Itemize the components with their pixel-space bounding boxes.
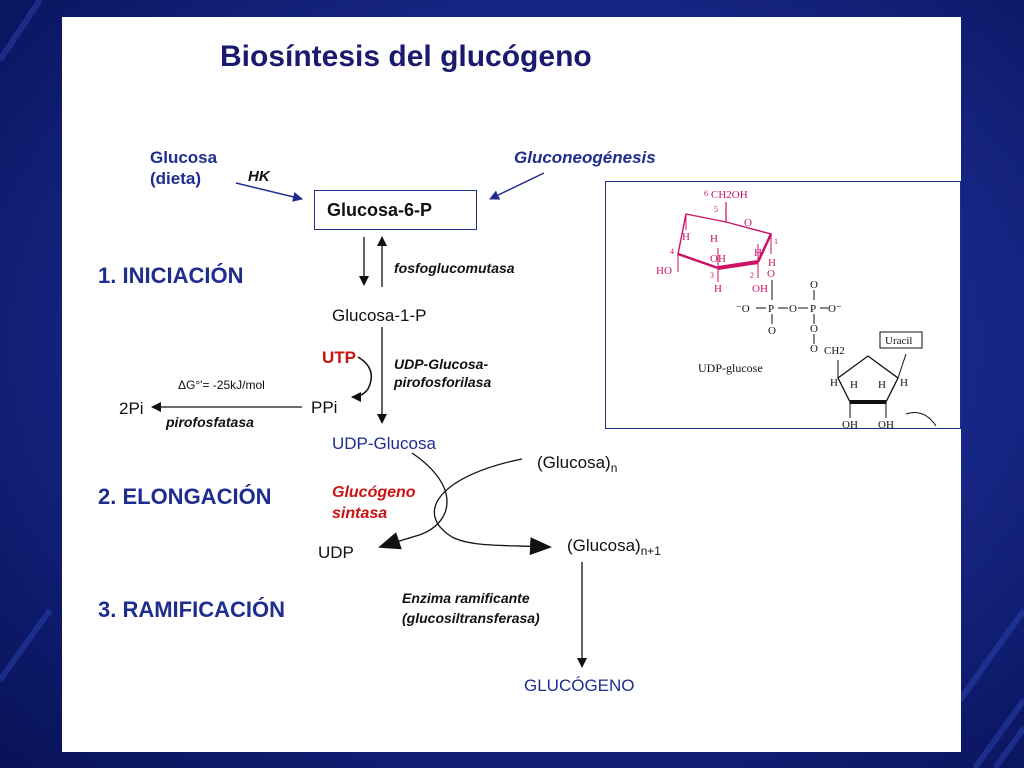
hk-arrow — [235, 182, 303, 202]
udp-glucose-structure-panel: 6 CH2OH 5 O 1 H H H 4 OH H HO 3 2 H OH O — [605, 181, 961, 430]
fosfoglucomutasa-label: fosfoglucomutasa — [394, 260, 515, 276]
pathway-arrows — [151, 172, 587, 668]
struct-c4: 4 — [670, 247, 674, 256]
struct-ribose-h1: H — [830, 377, 838, 389]
struct-ribose-h3: H — [878, 379, 886, 391]
struct-c2: 2 — [750, 271, 754, 280]
delta-g-label: ΔG°'= -25kJ/mol — [178, 378, 265, 392]
struct-c3: 3 — [710, 271, 714, 280]
struct-ch2oh: CH2OH — [711, 189, 748, 201]
enzima-ramificante-label-2: (glucosiltransferasa) — [402, 610, 540, 626]
slide-canvas: Biosíntesis del glucógeno Glucosa (dieta… — [62, 17, 961, 752]
struct-o-bottom2: O — [810, 323, 818, 335]
glucosa-6-p-label: Glucosa-6-P — [327, 200, 433, 220]
uracil-label: Uracil — [885, 335, 912, 347]
glucogeno-sintasa-label-1: Glucógeno — [332, 484, 416, 501]
glucosa-n-to-n1-curve — [433, 458, 552, 556]
glucosa-n1-label: (Glucosa)n+1 — [567, 537, 661, 558]
struct-oh-2: OH — [752, 283, 768, 295]
udpg-to-udp-curve — [378, 452, 448, 550]
struct-phos-o-minus: ⁻O — [736, 303, 750, 315]
struct-h-3: H — [768, 257, 776, 269]
struct-ribose-h4: H — [900, 377, 908, 389]
struct-c5: 5 — [714, 205, 718, 214]
udp-glucosa-pirofosforilasa-label-1: UDP-Glucosa- — [394, 356, 489, 372]
struct-c1: 1 — [774, 237, 778, 246]
struct-oh-1: OH — [710, 253, 726, 265]
step-ramificacion: 3. RAMIFICACIÓN — [98, 597, 285, 622]
step-elongacion: 2. ELONGACIÓN — [98, 484, 272, 509]
slide-title: Biosíntesis del glucógeno — [220, 40, 592, 73]
glucogeno-sintasa-label-2: sintasa — [332, 505, 388, 522]
udp-glucose-structure: 6 CH2OH 5 O 1 H H H 4 OH H HO 3 2 H OH O — [656, 189, 937, 430]
struct-h-5: H — [714, 283, 722, 295]
glucosa-6-p-box: Glucosa-6-P — [314, 190, 477, 230]
glucosa-dieta-label-2: (dieta) — [150, 169, 201, 188]
struct-o-link: O — [767, 268, 775, 280]
struct-o-bottom1: O — [768, 325, 776, 337]
struct-h-1: H — [682, 231, 690, 243]
ppi-label: PPi — [311, 398, 338, 417]
glucosa-1-p-label: Glucosa-1-P — [332, 306, 427, 325]
struct-c6: 6 — [704, 189, 708, 198]
struct-ribose-oh2: OH — [878, 419, 894, 430]
struct-h-4: H — [754, 247, 762, 259]
glucosa-n-label: (Glucosa)n — [537, 454, 617, 475]
struct-ribose-h2: H — [850, 379, 858, 391]
struct-p1: P — [768, 303, 774, 315]
struct-o-ester: O — [810, 343, 818, 355]
hk-enzyme-label: HK — [248, 168, 270, 185]
struct-ribose-oh1: OH — [842, 419, 858, 430]
utp-label: UTP — [322, 348, 356, 367]
utp-to-ppi-curve — [351, 356, 373, 402]
struct-o-ring: O — [744, 217, 752, 229]
struct-o-bridge: O — [789, 303, 797, 315]
udp-glucose-caption: UDP-glucose — [698, 361, 763, 375]
udp-glucosa-label: UDP-Glucosa — [332, 434, 436, 453]
struct-p2: P — [810, 303, 816, 315]
struct-h-2: H — [710, 233, 718, 245]
glucosa-n-subscript: n — [610, 461, 618, 476]
two-pi-label: 2Pi — [119, 399, 144, 418]
glucosa-dieta-label: Glucosa — [150, 148, 218, 167]
struct-o-minus: O⁻ — [828, 303, 842, 315]
struct-o-top: O — [810, 279, 818, 291]
gluconeogenesis-label: Gluconeogénesis — [514, 148, 656, 167]
udp-glucosa-pirofosforilasa-label-2: pirofosforilasa — [394, 374, 492, 390]
pirofosfatasa-label: pirofosfatasa — [166, 414, 254, 430]
glucosa-n1-base: (Glucosa) — [567, 536, 641, 555]
struct-ch2: CH2 — [824, 345, 845, 357]
glucosa-n1-subscript: n+1 — [640, 544, 661, 559]
gluconeogenesis-arrow — [489, 172, 545, 200]
udp-label: UDP — [318, 543, 354, 562]
glucosa-n-base: (Glucosa) — [537, 453, 611, 472]
enzima-ramificante-label-1: Enzima ramificante — [402, 590, 530, 606]
step-iniciacion: 1. INICIACIÓN — [98, 263, 244, 288]
struct-ho: HO — [656, 265, 672, 277]
glucogeno-label: GLUCÓGENO — [524, 676, 635, 695]
